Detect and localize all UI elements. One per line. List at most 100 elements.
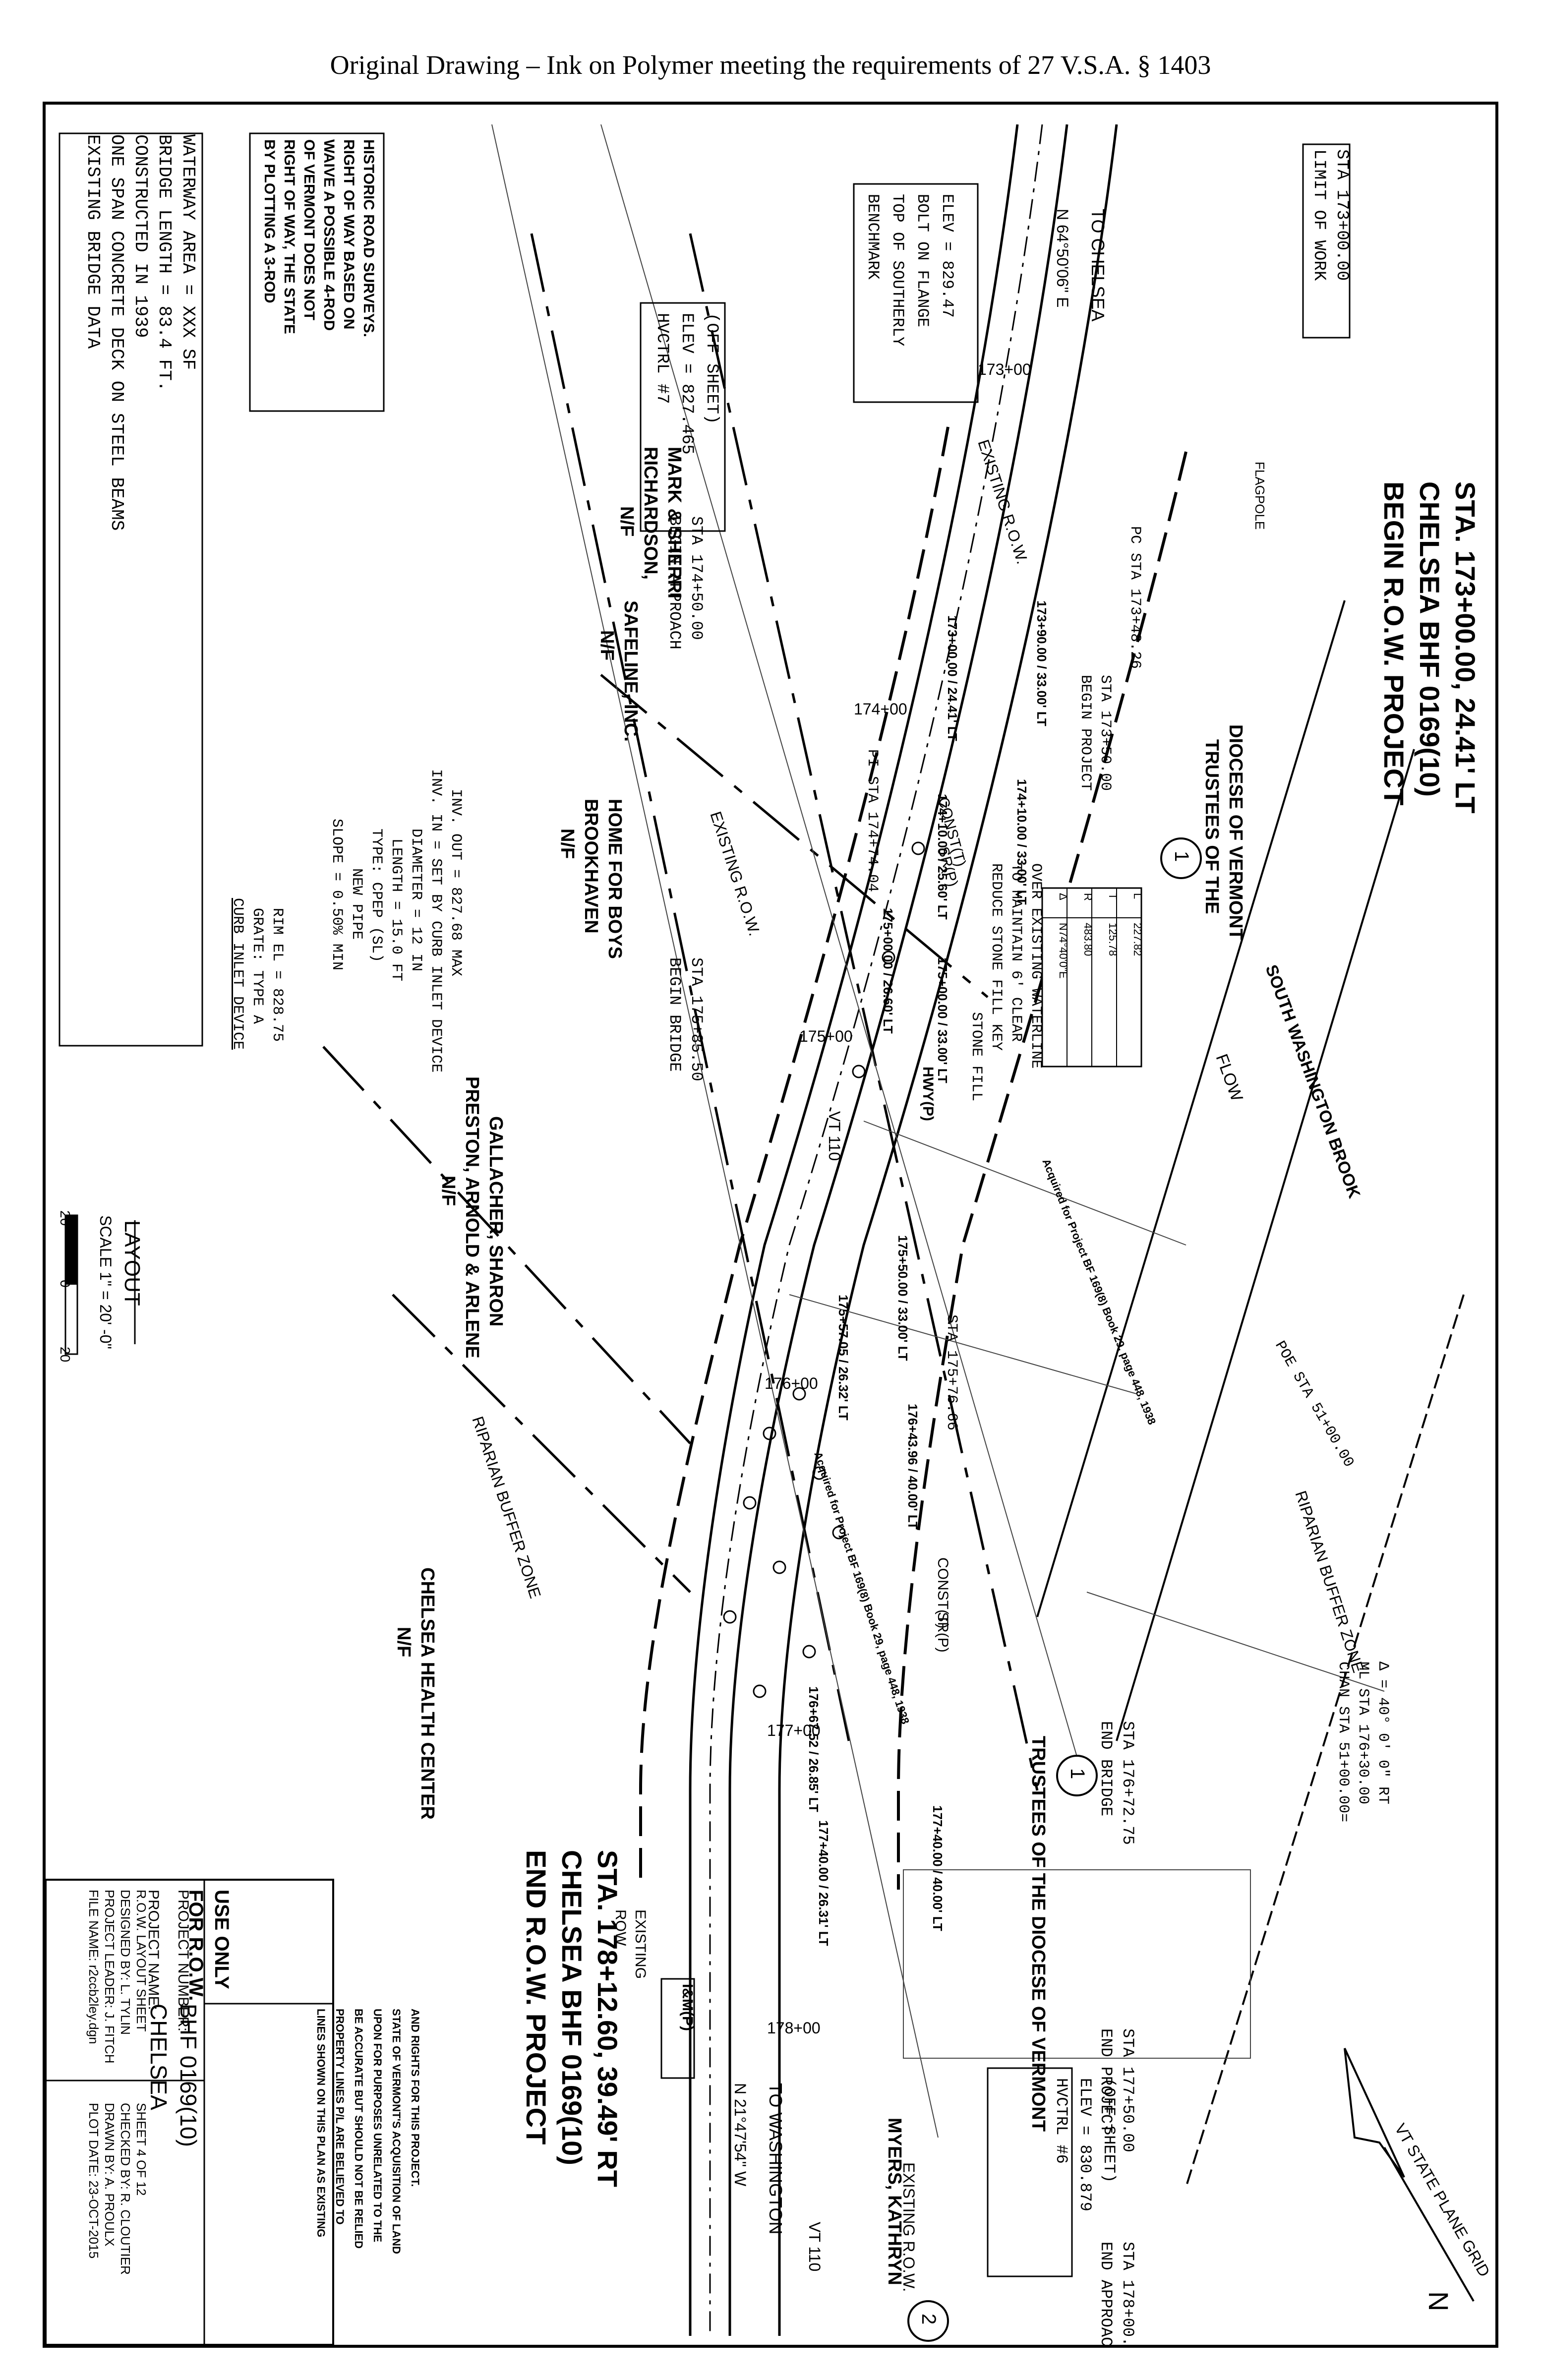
tag-10: 176+67.52 / 26.85' LT [806, 1686, 821, 1812]
svg-text:N/F: N/F [596, 630, 617, 660]
svg-text:END R.O.W. PROJECT: END R.O.W. PROJECT [521, 1850, 552, 2144]
thin-lines [491, 124, 1385, 2138]
for-row-2: USE ONLY [211, 1890, 233, 1989]
parcel-circle-3: 2 [907, 2300, 949, 2342]
benchmark-1: BENCHMARK [864, 194, 882, 280]
owner-safeline: N/F SAFELINE, INC. [596, 600, 641, 742]
tag-12: 177+40.00 / 26.31' LT [816, 1820, 831, 1946]
existing-bridge-line-2: CONSTRUCTED IN 1939 [130, 134, 151, 338]
svg-text:TRUSTEES OF THE: TRUSTEES OF THE [1201, 739, 1222, 914]
owner-richardson: N/F RICHARDSON, MARK & SHERRI [616, 447, 685, 598]
svg-text:REDUCE STONE FILL KEY: REDUCE STONE FILL KEY [988, 863, 1005, 1051]
svg-text:Δ = 40° 0' 0" RT: Δ = 40° 0' 0" RT [1374, 1662, 1391, 1804]
drawn-by: DRAWN BY: A. PROULX [102, 2103, 117, 2246]
hwy-p: HWY(P) [920, 1067, 936, 1121]
benchmark-box: BENCHMARK TOP OF SOUTHERLY BOLT ON FLANG… [853, 183, 979, 403]
riparian-2: RIPARIAN BUFFER ZONE [469, 1414, 544, 1601]
curve-row-3-key: T [1107, 893, 1119, 899]
curve-row-3-val: 125.78 [1107, 923, 1119, 956]
project-name-value: CHELSEA [146, 2004, 172, 2110]
curve-row-2-val: 483.80 [1082, 923, 1094, 956]
hvctrl-6-box: HVCTRL #6 ELEV = 830.879 (OFF SHEET) [987, 2067, 1118, 2277]
svg-text:CHAN STA 51+00.00=: CHAN STA 51+00.00= [1335, 1662, 1352, 1822]
acquired-1: Acquired for Project BF 169(8) Book 29, … [1040, 1157, 1158, 1427]
hvctrl6-3: (OFF SHEET) [1100, 2078, 1118, 2183]
hvctrl6-1: HVCTRL #6 [1052, 2078, 1070, 2164]
curve-row-4-key: L [1131, 893, 1144, 899]
svg-text:TO MAINTAIN 6' CLEAR: TO MAINTAIN 6' CLEAR [1008, 863, 1024, 1042]
disclaimer: LINES SHOWN ON THIS PLAN AS EXISTING PRO… [315, 2009, 421, 2254]
row-note-3: OF VERMONT DOES NOT [301, 139, 317, 320]
begin-bridge-label: BEGIN BRIDGE STA 175+85.50 [665, 957, 706, 1081]
offset-tags: 173+00.00 / 24.41' LT 173+90.00 / 33.00'… [806, 600, 1049, 1946]
svg-text:STA 174+50.00: STA 174+50.00 [687, 516, 706, 640]
row-note-5: RIGHT OF WAY BASED ON [341, 139, 357, 329]
svg-text:BEGIN BRIDGE: BEGIN BRIDGE [665, 957, 684, 1071]
vt110-b: VT 110 [826, 1111, 843, 1161]
tag-11: 177+40.00 / 40.00' LT [930, 1805, 945, 1931]
for-row-1: FOR R.O.W. [185, 1890, 207, 2001]
sta-173: 173+00 [978, 360, 1031, 378]
tag-1: 173+00.00 / 24.41' LT [945, 615, 960, 741]
title-block: FOR R.O.W. USE ONLY PROJECT NAME: PROJEC… [46, 1879, 421, 2345]
svg-text:DIAMETER = 12 IN: DIAMETER = 12 IN [408, 829, 424, 971]
north-arrow: VT STATE PLANE GRID N [1344, 2048, 1493, 2311]
sta-175: 175+00 [799, 1027, 853, 1045]
tag-4: 174+10.00 / 25.60' LT [935, 794, 950, 920]
svg-text:NEW PIPE: NEW PIPE [348, 868, 365, 940]
to-chelsea: TO CHELSEA [1088, 209, 1108, 321]
svg-text:TYPE: CPEP (SL): TYPE: CPEP (SL) [368, 829, 385, 962]
plot-date: PLOT DATE: 23-OCT-2015 [86, 2103, 101, 2259]
existing-bridge-line-1: ONE SPAN CONCRETE DECK ON STEEL BEAMS [107, 134, 127, 531]
file-name: FILE NAME: r2ccb2ley.dgn [86, 1890, 101, 2044]
tag-2: 173+90.00 / 33.00' LT [1034, 600, 1049, 726]
svg-text:STA 175+85.50: STA 175+85.50 [687, 957, 706, 1081]
scatter-symbols [723, 841, 925, 1698]
layout-sheet: R.O.W. LAYOUT SHEET [134, 1890, 149, 2032]
svg-text:END PROJECT: END PROJECT [1097, 2028, 1115, 2133]
benchmark-3: BOLT ON FLANGE [913, 194, 932, 327]
svg-text:MARK & SHERRI: MARK & SHERRI [664, 447, 685, 598]
road-linework [689, 124, 1118, 2336]
row-note-1: BY PLOTTING A 3-ROD [261, 139, 278, 303]
scale-text: SCALE 1" = 20' -0" [97, 1215, 115, 1349]
existing-bridge-line-4: WATERWAY AREA = XXX SF [178, 134, 198, 370]
vt110-a: VT 110 [806, 2222, 824, 2271]
end-approach-label: END APPROACH STA 178+00.00 [1097, 2242, 1137, 2345]
svg-text:RIM EL = 828.75: RIM EL = 828.75 [269, 908, 286, 1042]
svg-text:2: 2 [918, 2314, 940, 2324]
svg-text:HOME FOR BOYS: HOME FOR BOYS [604, 799, 625, 959]
end-bridge-label: END BRIDGE STA 176+72.75 [1097, 1721, 1137, 1845]
tag-7: 175+50.00 / 33.00' LT [895, 1235, 910, 1361]
scale-20-right: 20 [58, 1347, 73, 1362]
layout-title: LAYOUT [120, 1220, 144, 1306]
curb-inlet-note: CURB INLET DEVICE GRATE: TYPE A RIM EL =… [229, 898, 286, 1050]
svg-text:DIOCESE OF VERMONT: DIOCESE OF VERMONT [1225, 724, 1246, 940]
svg-text:BEGIN R.O.W. PROJECT: BEGIN R.O.W. PROJECT [1378, 481, 1410, 805]
svg-text:1: 1 [1171, 851, 1192, 862]
imp-box: I&M(P) [660, 1978, 696, 2079]
bearing-2: N 21°47'54" W [731, 2083, 749, 2187]
pipe-note: SLOPE = 0.50% MIN NEW PIPE TYPE: CPEP (S… [328, 769, 464, 1072]
svg-text:STA. 178+12.60, 39.49' RT: STA. 178+12.60, 39.49' RT [592, 1850, 623, 2187]
brook-label: SOUTH WASHINGTON BROOK [1261, 962, 1363, 1201]
svg-text:SAFELINE, INC.: SAFELINE, INC. [620, 600, 641, 742]
svg-text:SLOPE = 0.50% MIN: SLOPE = 0.50% MIN [328, 819, 345, 970]
svg-text:N/F: N/F [438, 1176, 459, 1206]
tag-3: 174+10.00 / 33.00' LT [1014, 779, 1029, 905]
owner-diocese-bottom: TRUSTEES OF THE DIOCESE OF VERMONT [1028, 1736, 1049, 2132]
pi-sta: PI STA 174+74.04 [864, 749, 881, 892]
svg-text:END BRIDGE: END BRIDGE [1097, 1721, 1115, 1816]
hvctrl6-2: ELEV = 830.879 [1076, 2078, 1094, 2211]
flagpole-label: FLAGPOLE [1252, 462, 1267, 530]
svg-text:CHELSEA BHF 0169(10): CHELSEA BHF 0169(10) [1414, 481, 1445, 797]
vt-grid-label: VT STATE PLANE GRID [1391, 2121, 1493, 2280]
tag-9: 176+43.96 / 40.00' LT [905, 1404, 920, 1530]
svg-text:STA 178+00.00: STA 178+00.00 [1119, 2242, 1137, 2345]
owner-myers: MYERS, KATHRYN [884, 2118, 905, 2285]
tag-8: 175+57.05 / 26.32' LT [836, 1295, 851, 1421]
svg-text:BEGIN PROJECT: BEGIN PROJECT [1077, 675, 1094, 791]
plan-drawing: 173+00 174+00 175+00 176+00 177+00 178+0… [46, 124, 1493, 2345]
reduce-stone-note: REDUCE STONE FILL KEY TO MAINTAIN 6' CLE… [988, 863, 1044, 1069]
